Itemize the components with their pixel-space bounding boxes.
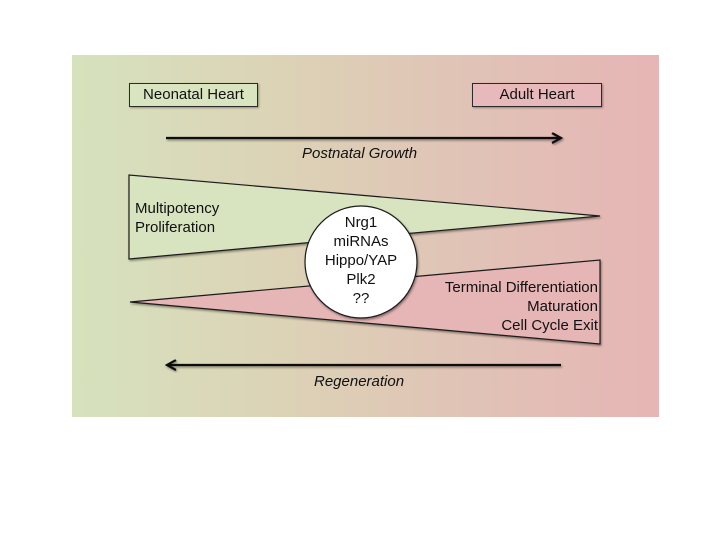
maturation-label: Maturation xyxy=(527,298,598,315)
regeneration-label: Regeneration xyxy=(314,373,405,390)
multipotency-label: Multipotency xyxy=(135,200,220,217)
regulators-circle xyxy=(304,205,418,319)
regulator-nrg1: Nrg1 xyxy=(344,214,378,231)
regulator-plk2: Plk2 xyxy=(346,271,376,288)
regulator-hippo-yap: Hippo/YAP xyxy=(324,252,398,269)
adult-heart-box: Adult Heart xyxy=(472,83,602,107)
increasing-wedge-text: Terminal Differentiation Maturation Cell… xyxy=(445,278,598,335)
regeneration-arrow xyxy=(164,359,561,371)
neonatal-heart-box: Neonatal Heart xyxy=(129,83,258,107)
regulator-mirnas: miRNAs xyxy=(333,233,389,250)
cell-cycle-exit-label: Cell Cycle Exit xyxy=(501,317,598,334)
neonatal-heart-label: Neonatal Heart xyxy=(143,86,244,103)
proliferation-label: Proliferation xyxy=(135,219,216,236)
postnatal-growth-arrow xyxy=(166,132,564,144)
decreasing-wedge-text: Multipotency Proliferation xyxy=(135,199,219,237)
terminal-differentiation-label: Terminal Differentiation xyxy=(444,279,598,296)
regulators-list: Nrg1 miRNAs Hippo/YAP Plk2 ?? xyxy=(305,213,417,308)
adult-heart-label: Adult Heart xyxy=(499,86,575,103)
regulator-unknown: ?? xyxy=(352,290,370,307)
postnatal-growth-label: Postnatal Growth xyxy=(302,145,418,162)
